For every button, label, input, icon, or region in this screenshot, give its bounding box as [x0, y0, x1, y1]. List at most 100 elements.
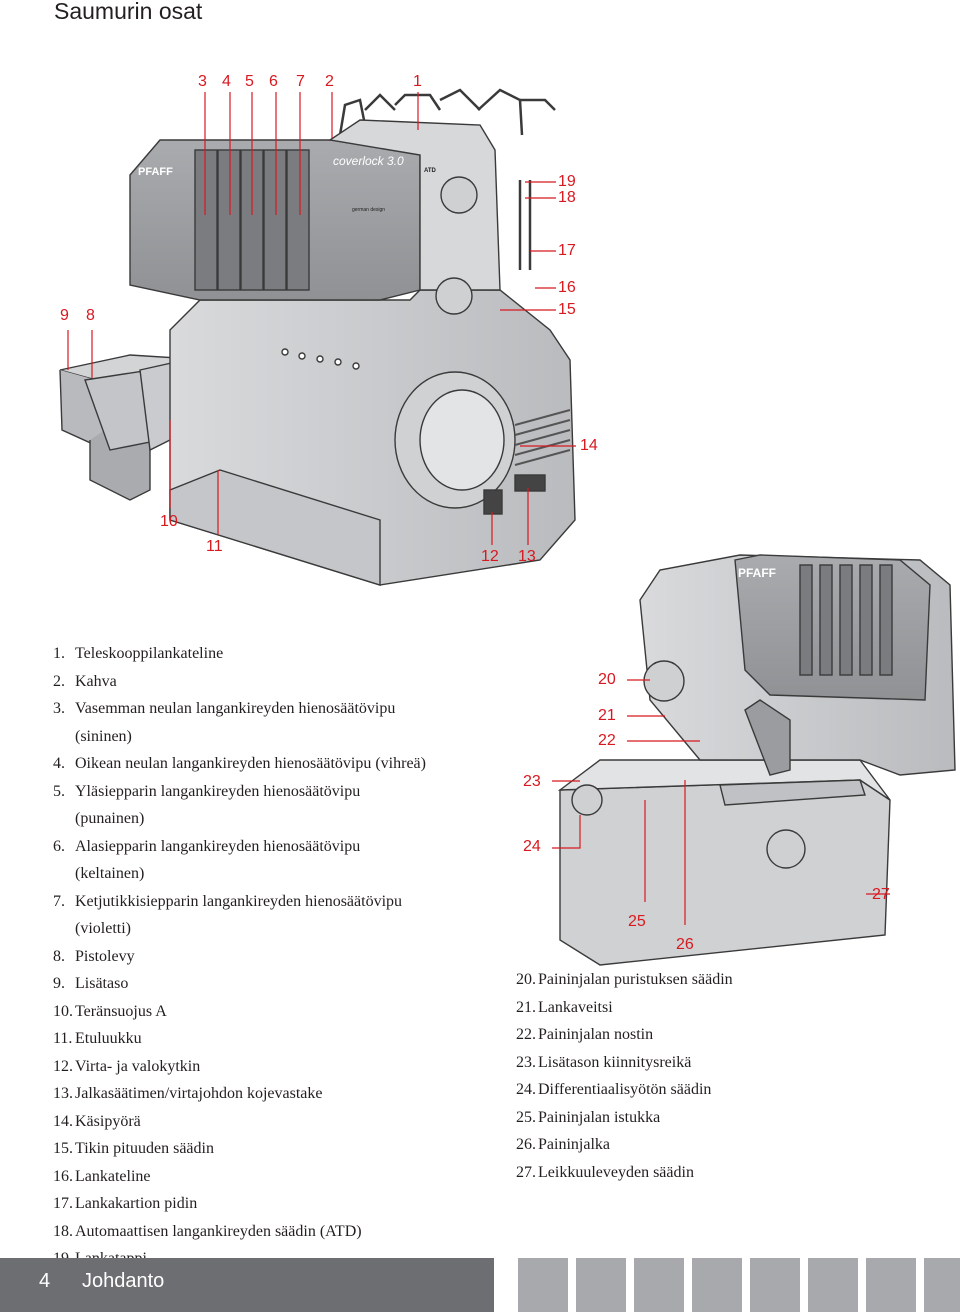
parts-list-item: 23.Lisätason kiinnitysreikä — [516, 1049, 733, 1077]
parts-list-text: Käsipyörä — [75, 1112, 141, 1130]
callout-19: 19 — [558, 173, 576, 190]
callout-2: 2 — [325, 73, 334, 90]
parts-list-item: 2. Kahva — [53, 668, 426, 696]
parts-list-item: 18.Automaattisen langankireyden säädin (… — [53, 1218, 426, 1246]
callout-21: 21 — [598, 707, 616, 724]
parts-list-text-continued: (punainen) — [75, 810, 145, 827]
callout-3: 3 — [198, 73, 207, 90]
parts-list-text: Differentiaalisyötön säädin — [538, 1081, 712, 1098]
callout-1: 1 — [413, 73, 422, 90]
parts-list-text: Alasiepparin langankireyden hienosäätövi… — [75, 837, 361, 855]
callout-25: 25 — [628, 913, 646, 930]
parts-list-number: 3. — [53, 700, 65, 717]
parts-list-item: 5. Yläsiepparin langankireyden hienosäätö… — [53, 778, 426, 806]
parts-list-text-continued: (violetti) — [75, 920, 131, 937]
parts-list-item: 17.Lankakartion pidin — [53, 1190, 426, 1218]
parts-list-text-continued: (sininen) — [75, 727, 132, 745]
parts-list-number: 20. — [516, 971, 536, 988]
parts-list-item: 12.Virta- ja valokytkin — [53, 1053, 426, 1081]
parts-list-text: Etuluukku — [75, 1030, 142, 1047]
footer-bar — [0, 1258, 494, 1312]
page-title: Saumurin osat — [54, 0, 203, 24]
parts-list-item: 24.Differentiaalisyötön säädin — [516, 1076, 733, 1104]
callout-27: 27 — [872, 886, 890, 903]
callout-22: 22 — [598, 732, 616, 749]
parts-list-item: 8.Pistolevy — [53, 943, 426, 971]
parts-list-number: 7. — [53, 892, 65, 910]
brand-label-2: PFAFF — [738, 566, 776, 580]
callout-lines-top — [67, 92, 576, 545]
callout-14: 14 — [580, 437, 598, 454]
callout-20: 20 — [598, 671, 616, 688]
parts-list-text: Vasemman neulan langankireyden hienosäät… — [75, 700, 396, 717]
parts-list-text: Paininjalan puristuksen säädin — [538, 971, 733, 988]
parts-list-number: 12. — [53, 1057, 73, 1075]
parts-list-item: 13.Jalkasäätimen/virtajohdon kojevastake — [53, 1080, 426, 1108]
callout-4: 4 — [222, 73, 231, 90]
callout-9: 9 — [60, 307, 69, 324]
parts-list-number: 4. — [53, 755, 65, 772]
parts-list-number: 18. — [53, 1222, 73, 1240]
callout-lines-bottom — [552, 679, 890, 925]
brand-label: PFAFF — [138, 166, 173, 178]
callout-23: 23 — [523, 773, 541, 790]
footer-tab — [634, 1258, 684, 1312]
parts-list-item: 15.Tikin pituuden säädin — [53, 1135, 426, 1163]
parts-list-text: Ketjutikkisiepparin langankireyden hieno… — [75, 892, 403, 910]
footer-tab — [924, 1258, 960, 1312]
parts-list-number: 10. — [53, 1002, 73, 1020]
tagline-label: german design — [352, 207, 386, 213]
callout-24: 24 — [523, 838, 541, 855]
parts-list-number: 13. — [53, 1085, 73, 1102]
parts-list-item: 1.Teleskooppilankateline — [53, 640, 426, 668]
parts-list-number: 11. — [53, 1030, 73, 1047]
parts-list-item: 3. Vasemman neulan langankireyden hienosä… — [53, 695, 426, 723]
parts-list-text: Tikin pituuden säädin — [75, 1140, 214, 1157]
callout-13: 13 — [518, 548, 536, 565]
callout-5: 5 — [245, 73, 254, 90]
parts-list-text: Teränsuojus A — [75, 1002, 167, 1020]
footer-tab — [808, 1258, 858, 1312]
parts-list-number: 24. — [516, 1081, 536, 1098]
callout-15: 15 — [558, 301, 576, 318]
parts-list-number: 22. — [516, 1026, 536, 1043]
parts-list-item: 7. Ketjutikkisiepparin langankireyden hie… — [53, 888, 426, 916]
parts-list-number: 26. — [516, 1136, 536, 1153]
parts-list-item: 26.Paininjalka — [516, 1131, 733, 1159]
parts-list-text: Paininjalka — [538, 1136, 610, 1153]
callout-12: 12 — [481, 548, 499, 565]
footer-tab — [750, 1258, 800, 1312]
model-label: coverlock 3.0 — [333, 154, 404, 168]
footer-section-title: Johdanto — [82, 1270, 165, 1292]
parts-list-text: Kahva — [75, 672, 117, 690]
parts-list-text: Lisätason kiinnitysreikä — [538, 1053, 692, 1071]
parts-list-item: 4.Oikean neulan langankireyden hienosäät… — [53, 750, 426, 778]
parts-list-text: Lankateline — [75, 1167, 151, 1185]
footer-tab — [692, 1258, 742, 1312]
parts-list-left: 1.Teleskooppilankateline 2. Kahva 3. Vasemma… — [53, 640, 426, 1273]
callout-8: 8 — [86, 307, 95, 324]
parts-list-number: 2. — [53, 672, 65, 690]
parts-list-number: 15. — [53, 1140, 73, 1157]
parts-list-item: 25.Paininjalan istukka — [516, 1104, 733, 1132]
parts-list-number: 23. — [516, 1053, 536, 1071]
parts-list-item: 9.Lisätaso — [53, 970, 426, 998]
parts-list-number: 17. — [53, 1195, 73, 1212]
parts-list-number: 5. — [53, 782, 65, 800]
callout-18: 18 — [558, 189, 576, 206]
callout-16: 16 — [558, 279, 576, 296]
footer-tab — [518, 1258, 568, 1312]
parts-list-number: 16. — [53, 1167, 73, 1185]
parts-list-item: 10.Teränsuojus A — [53, 998, 426, 1026]
parts-list-text: Paininjalan istukka — [538, 1108, 661, 1126]
serger-side-view — [557, 554, 956, 966]
parts-list-text: Yläsiepparin langankireyden hienosäätövi… — [75, 782, 361, 800]
parts-list-item: 14.Käsipyörä — [53, 1108, 426, 1136]
footer-tab — [866, 1258, 916, 1312]
parts-list-text: Virta- ja valokytkin — [75, 1057, 201, 1075]
parts-list-number: 6. — [53, 837, 65, 855]
callout-26: 26 — [676, 936, 694, 953]
parts-list-item: 20.Paininjalan puristuksen säädin — [516, 966, 733, 994]
callout-6: 6 — [269, 73, 278, 90]
